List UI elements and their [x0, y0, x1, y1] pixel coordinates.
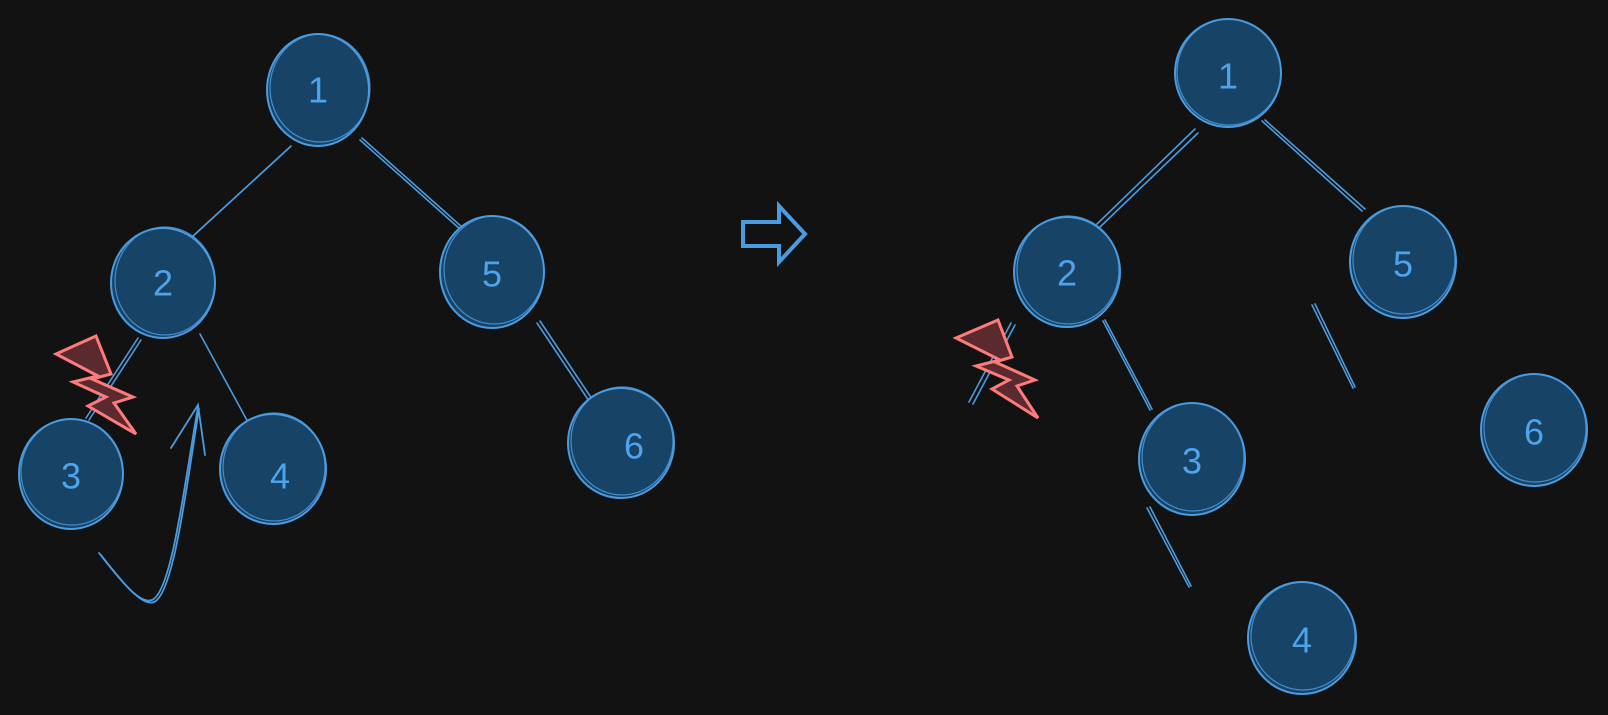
node-label: 6 — [1524, 412, 1544, 453]
node-label: 5 — [1393, 244, 1413, 285]
node-2: 2 — [1013, 215, 1121, 328]
node-4: 4 — [219, 412, 327, 525]
before-tree: 1 2 5 3 4 6 — [18, 33, 675, 604]
node-label: 4 — [1292, 620, 1312, 661]
node-label: 5 — [482, 254, 502, 295]
edge-1-2 — [1096, 128, 1199, 228]
node-label: 2 — [1057, 253, 1077, 294]
edge-1-5 — [1261, 119, 1366, 212]
node-4: 4 — [1247, 581, 1357, 695]
node-6: 6 — [1480, 373, 1588, 487]
node-6: 6 — [567, 386, 675, 499]
node-label: 1 — [308, 70, 328, 111]
node-label: 6 — [624, 426, 644, 467]
node-label: 3 — [61, 456, 81, 497]
node-3: 3 — [18, 418, 124, 530]
edge-1-2 — [190, 145, 292, 239]
node-1: 1 — [1174, 18, 1282, 128]
node-5: 5 — [439, 215, 545, 329]
node-label: 4 — [270, 456, 290, 497]
node-label: 2 — [153, 263, 173, 304]
edge-5-6 — [1311, 303, 1356, 389]
node-3: 3 — [1138, 402, 1246, 516]
edge-1-5 — [359, 137, 464, 231]
node-5: 5 — [1349, 205, 1457, 319]
break-bolt-icon — [952, 318, 1040, 420]
after-edges — [968, 119, 1366, 588]
edge-3-4 — [1146, 506, 1192, 588]
edge-2-4 — [199, 333, 250, 425]
right-arrow-icon — [741, 200, 808, 268]
before-edges — [85, 137, 595, 425]
after-tree: 1 2 5 3 6 4 — [952, 18, 1588, 695]
edge-2-3 — [1102, 319, 1153, 411]
node-label: 3 — [1182, 441, 1202, 482]
node-1: 1 — [266, 33, 371, 147]
node-label: 1 — [1218, 56, 1238, 97]
node-2: 2 — [110, 226, 216, 339]
move-curve-arrow-icon — [98, 402, 206, 604]
edge-5-6 — [536, 320, 595, 405]
break-bolt-icon — [52, 333, 138, 436]
